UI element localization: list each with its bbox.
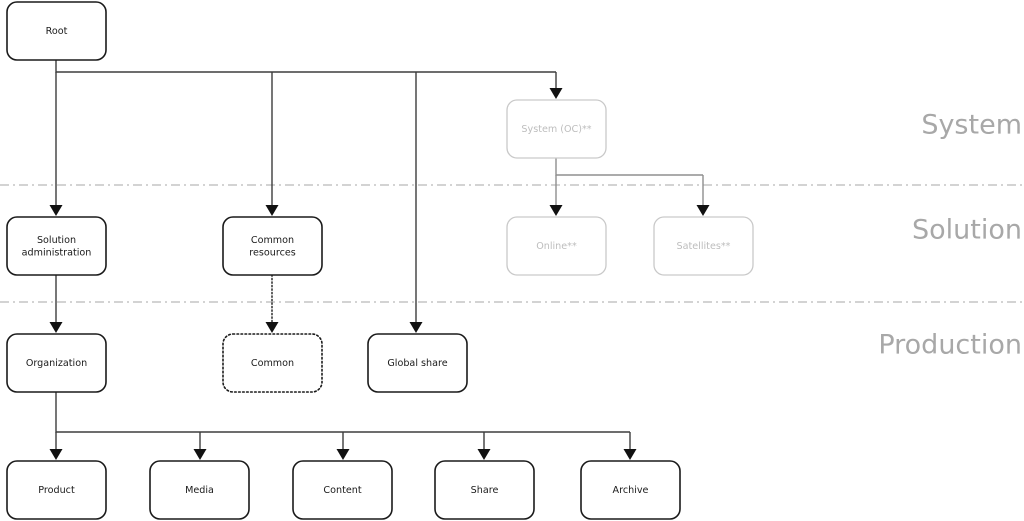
node-label-online: Online** xyxy=(536,241,577,252)
arrowhead-solution-administration-to-organization xyxy=(49,322,63,333)
node-label-root: Root xyxy=(46,26,68,37)
arrowhead-organization-to-product xyxy=(49,449,63,460)
node-box-common-resources[interactable] xyxy=(222,216,323,276)
arrowhead-organization-to-archive xyxy=(623,449,637,460)
node-content[interactable]: Content xyxy=(292,460,393,520)
node-label-archive: Archive xyxy=(613,485,649,496)
node-box-archive[interactable] xyxy=(580,460,681,520)
node-label-media: Media xyxy=(185,485,214,496)
node-archive[interactable]: Archive xyxy=(580,460,681,520)
node-share[interactable]: Share xyxy=(434,460,535,520)
node-label-product: Product xyxy=(38,485,75,496)
node-organization[interactable]: Organization xyxy=(6,333,107,393)
node-label-global-share: Global share xyxy=(387,358,447,369)
arrowhead-root-to-system-oc xyxy=(549,88,563,99)
node-product[interactable]: Product xyxy=(6,460,107,520)
node-online[interactable]: Online** xyxy=(506,216,607,276)
edge-organization-bus xyxy=(55,392,630,433)
band-label-solution: Solution xyxy=(912,215,1022,246)
node-box-content[interactable] xyxy=(292,460,393,520)
band-label-production: Production xyxy=(878,330,1022,361)
band-label-system: System xyxy=(921,110,1022,141)
node-label-content: Content xyxy=(323,485,361,496)
arrowhead-system-oc-to-online xyxy=(549,205,563,216)
node-common[interactable]: Common xyxy=(222,333,323,393)
node-media[interactable]: Media xyxy=(149,460,250,520)
node-system-oc[interactable]: System (OC)** xyxy=(506,99,607,159)
arrowhead-common-resources-to-common xyxy=(265,322,279,333)
edge-group xyxy=(49,60,710,460)
arrowhead-root-to-solution-administration xyxy=(49,205,63,216)
node-box-solution-administration[interactable] xyxy=(6,216,107,276)
node-box-media[interactable] xyxy=(149,460,250,520)
arrowhead-root-to-common-resources xyxy=(265,205,279,216)
node-root[interactable]: Root xyxy=(6,1,107,61)
node-box-global-share[interactable] xyxy=(367,333,468,393)
edge-root-bus xyxy=(55,60,556,73)
node-box-system-oc[interactable] xyxy=(506,99,607,159)
node-label-common: Common xyxy=(251,358,294,369)
arrowhead-organization-to-media xyxy=(193,449,207,460)
node-satellites[interactable]: Satellites** xyxy=(653,216,754,276)
node-box-share[interactable] xyxy=(434,460,535,520)
node-box-organization[interactable] xyxy=(6,333,107,393)
edge-system-oc-bus xyxy=(555,158,703,176)
node-box-product[interactable] xyxy=(6,460,107,520)
arrowhead-organization-to-share xyxy=(477,449,491,460)
node-global-share[interactable]: Global share xyxy=(367,333,468,393)
node-box-online[interactable] xyxy=(506,216,607,276)
node-box-common[interactable] xyxy=(222,333,323,393)
arrowhead-system-oc-to-satellites xyxy=(696,205,710,216)
node-label-organization: Organization xyxy=(26,358,87,369)
node-box-root[interactable] xyxy=(6,1,107,61)
node-box-satellites[interactable] xyxy=(653,216,754,276)
node-label-satellites: Satellites** xyxy=(677,241,731,252)
arrowhead-organization-to-content xyxy=(336,449,350,460)
node-label-system-oc: System (OC)** xyxy=(521,124,591,135)
node-label-share: Share xyxy=(471,485,499,496)
arrowhead-root-to-global-share xyxy=(409,322,423,333)
